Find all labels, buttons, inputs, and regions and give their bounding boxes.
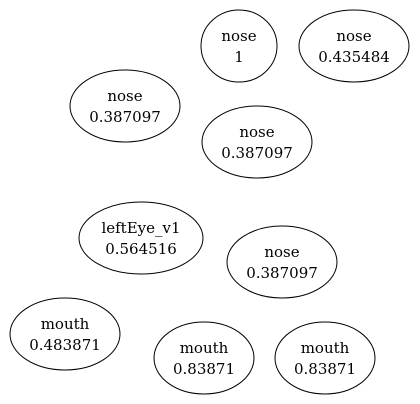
node-label: leftEye_v1 [101,219,180,237]
node-ellipse [201,105,313,179]
node-label: mouth [180,339,229,357]
node-value: 0.435484 [318,48,390,66]
node: nose 1 [200,9,278,83]
node-label: nose [336,27,371,45]
node-value: 1 [234,48,244,66]
node: nose 0.387097 [201,105,313,179]
node-ellipse [274,321,376,395]
node: mouth 0.483871 [9,297,121,371]
node-ellipse [298,9,410,83]
node-value: 0.564516 [105,240,177,258]
node: nose 0.435484 [298,9,410,83]
node-ellipse [226,225,338,299]
node-value: 0.483871 [29,336,101,354]
node: mouth 0.83871 [274,321,376,395]
node: leftEye_v1 0.564516 [78,201,204,275]
node-label: nose [221,27,256,45]
node-ellipse [200,9,278,83]
node-label: mouth [301,339,350,357]
node-ellipse [69,69,181,143]
node-value: 0.83871 [294,360,356,378]
node-label: nose [107,87,142,105]
node-ellipse [153,321,255,395]
node-value: 0.387097 [89,108,161,126]
node-label: mouth [41,315,90,333]
node: nose 0.387097 [69,69,181,143]
node-label: nose [264,243,299,261]
node: nose 0.387097 [226,225,338,299]
node-ellipse [9,297,121,371]
node-value: 0.387097 [246,264,318,282]
node-value: 0.83871 [173,360,235,378]
node-ellipse [78,201,204,275]
node-label: nose [239,123,274,141]
node: mouth 0.83871 [153,321,255,395]
node-value: 0.387097 [221,144,293,162]
